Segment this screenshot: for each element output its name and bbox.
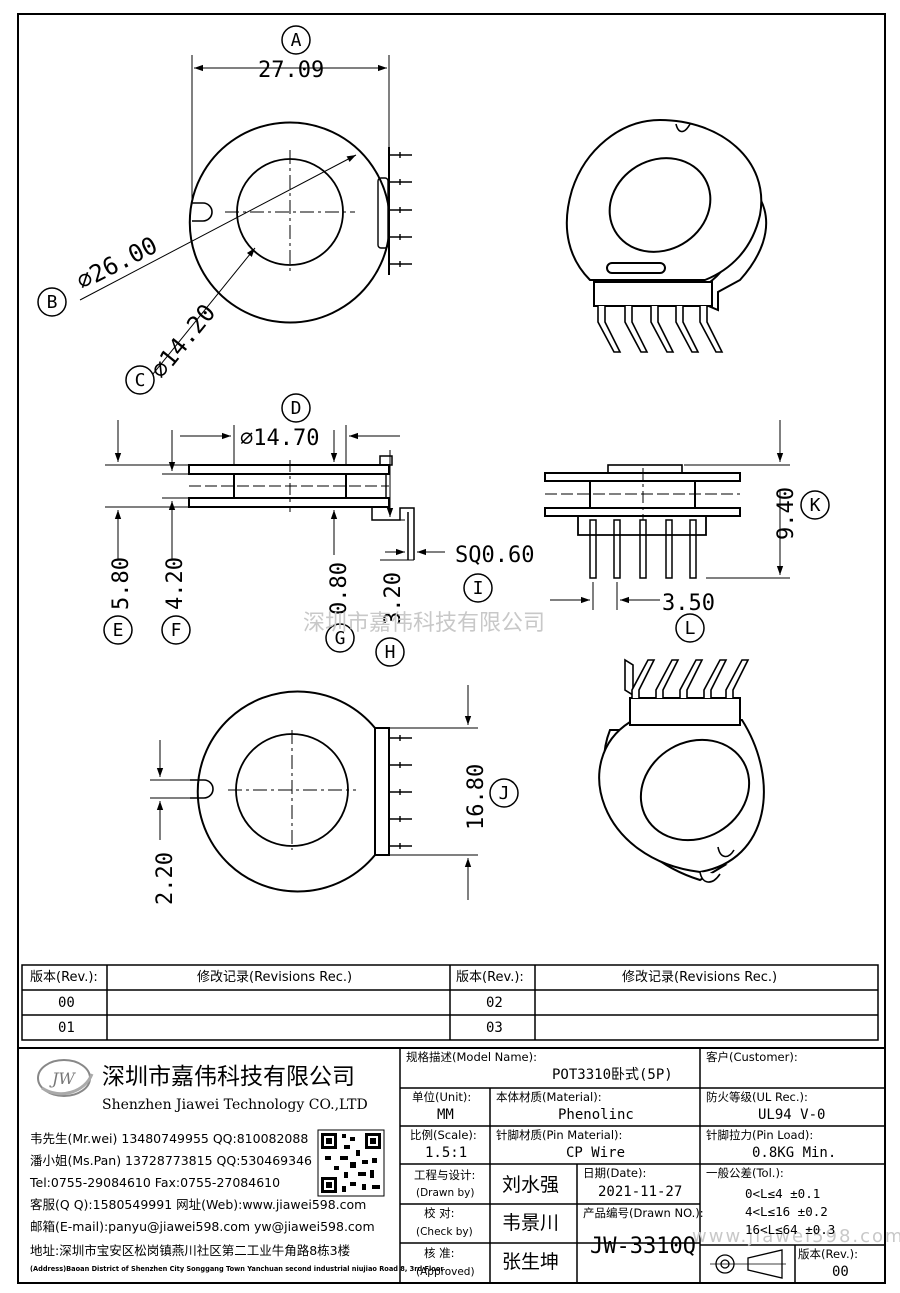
tol-line-1: 0<L≤4 ±0.1	[745, 1186, 821, 1201]
contact-line-4: 客服(Q Q):1580549991 网址(Web):www.jiawei598…	[30, 1197, 367, 1212]
unit-value: MM	[437, 1107, 454, 1123]
dim-pin-offset-text: 0.80	[327, 562, 352, 615]
approve-label: 核 准:	[424, 1246, 455, 1260]
unit-label: 单位(Unit):	[412, 1090, 472, 1104]
pin-load-value: 0.8KG Min.	[752, 1145, 837, 1161]
address-cn: 地址:深圳市宝安区松岗镇燕川社区第二工业牛角路8栋3楼	[30, 1243, 351, 1258]
logo-text: JW	[49, 1069, 76, 1088]
front-view-right	[544, 420, 790, 610]
rev-header-right: 版本(Rev.):	[456, 970, 524, 985]
contact-line-2: 潘小姐(Ms.Pan) 13728773815 QQ:530469346	[30, 1153, 312, 1168]
drawn-value: 刘水强	[502, 1174, 560, 1196]
dim-width-text: 27.09	[258, 58, 324, 83]
title-block-grid	[17, 1047, 886, 1284]
dim-h-inner-text: 4.20	[163, 557, 188, 610]
dim-slot-text: 2.20	[153, 852, 178, 905]
label-a: A	[291, 30, 302, 51]
check-value: 韦景川	[502, 1212, 560, 1234]
label-e: E	[113, 620, 124, 641]
scale-value: 1.5:1	[425, 1145, 468, 1161]
rev-header-left: 版本(Rev.):	[30, 970, 98, 985]
customer-label: 客户(Customer):	[706, 1050, 798, 1064]
label-l: L	[685, 618, 696, 639]
rec-header-left: 修改记录(Revisions Rec.)	[197, 970, 353, 985]
rev-row-03: 03	[486, 1020, 503, 1036]
label-j: J	[499, 783, 510, 804]
dim-pitch-text: 3.50	[662, 591, 715, 616]
date-value: 2021-11-27	[598, 1184, 683, 1200]
revision-table-grid	[21, 964, 879, 1041]
pin-load-label: 针脚拉力(Pin Load):	[706, 1128, 814, 1142]
contact-line-3: Tel:0755-29084610 Fax:0755-27084610	[30, 1175, 281, 1190]
watermark-text: 深圳市嘉伟科技有限公司	[303, 611, 546, 636]
tol-line-2: 4<L≤16 ±0.2	[745, 1204, 828, 1219]
label-b: B	[47, 292, 58, 313]
dim-inner-dia-text: ⌀14.20	[145, 299, 221, 384]
iso-view-top	[565, 118, 767, 353]
model-value: POT3310卧式(5P)	[552, 1067, 673, 1083]
qr-code	[317, 1129, 385, 1197]
approve-sub: (Approved)	[416, 1266, 475, 1278]
rev-row-01: 01	[58, 1020, 75, 1036]
dim-h-total-text: 5.80	[109, 557, 134, 610]
side-view-left	[105, 420, 445, 561]
material-value: Phenolinc	[558, 1107, 634, 1123]
approve-value: 张生坤	[502, 1251, 560, 1273]
address-en: (Address)Baoan District of Shenzhen City…	[30, 1265, 444, 1273]
label-i: I	[473, 578, 484, 599]
label-c: C	[135, 370, 146, 391]
date-label: 日期(Date):	[583, 1166, 647, 1180]
version-value: 00	[832, 1264, 849, 1280]
check-sub: (Check by)	[416, 1226, 473, 1238]
label-k: K	[810, 495, 821, 516]
drawn-sub: (Drawn by)	[416, 1187, 475, 1199]
drawing-no-value: JW-3310Q	[590, 1234, 696, 1259]
ul-value: UL94 V-0	[758, 1107, 826, 1123]
watermark-url: www.jiawei598.com	[692, 1226, 900, 1247]
dim-bobbin-dia-text: ⌀14.70	[240, 426, 319, 451]
model-label: 规格描述(Model Name):	[406, 1050, 537, 1064]
tol-label: 一般公差(Tol.):	[706, 1166, 784, 1180]
rec-header-right: 修改记录(Revisions Rec.)	[622, 970, 778, 985]
label-f: F	[171, 620, 182, 641]
check-label: 校 对:	[424, 1206, 455, 1220]
scale-label: 比例(Scale):	[410, 1128, 477, 1142]
label-g: G	[335, 628, 346, 649]
pin-material-label: 针脚材质(Pin Material):	[496, 1128, 623, 1142]
dim-outer-dia-text: ⌀26.00	[72, 231, 162, 295]
contact-line-1: 韦先生(Mr.wei) 13480749955 QQ:810082088	[30, 1131, 309, 1146]
company-name-en: Shenzhen Jiawei Technology CO.,LTD	[102, 1097, 368, 1113]
label-d: D	[291, 398, 302, 419]
tol-line-3: 16<L≤64 ±0.3	[745, 1222, 836, 1237]
ul-label: 防火等级(UL Rec.):	[706, 1090, 808, 1104]
rev-row-02: 02	[486, 995, 503, 1011]
dim-height-k-text: 9.40	[774, 487, 799, 540]
drawing-no-label: 产品编号(Drawn NO.):	[583, 1206, 704, 1220]
material-label: 本体材质(Material):	[496, 1090, 602, 1104]
version-label: 版本(Rev.):	[798, 1247, 858, 1261]
company-name-cn: 深圳市嘉伟科技有限公司	[102, 1064, 355, 1090]
drawn-label: 工程与设计:	[414, 1168, 476, 1182]
company-logo	[37, 1059, 94, 1097]
bottom-view	[150, 685, 478, 900]
label-h: H	[385, 642, 396, 663]
rev-row-00: 00	[58, 995, 75, 1011]
contact-line-5: 邮箱(E-mail):panyu@jiawei598.com yw@jiawei…	[30, 1219, 375, 1234]
dim-span-j-text: 16.80	[464, 764, 489, 830]
pin-material-value: CP Wire	[566, 1145, 626, 1161]
projection-symbol-icon	[710, 1249, 786, 1279]
iso-view-bottom	[598, 658, 765, 883]
dim-pin-len-text: 3.20	[381, 572, 406, 625]
circle-labels	[37, 25, 830, 808]
dim-pin-sq-text: SQ0.60	[455, 543, 534, 568]
top-view	[79, 55, 412, 391]
